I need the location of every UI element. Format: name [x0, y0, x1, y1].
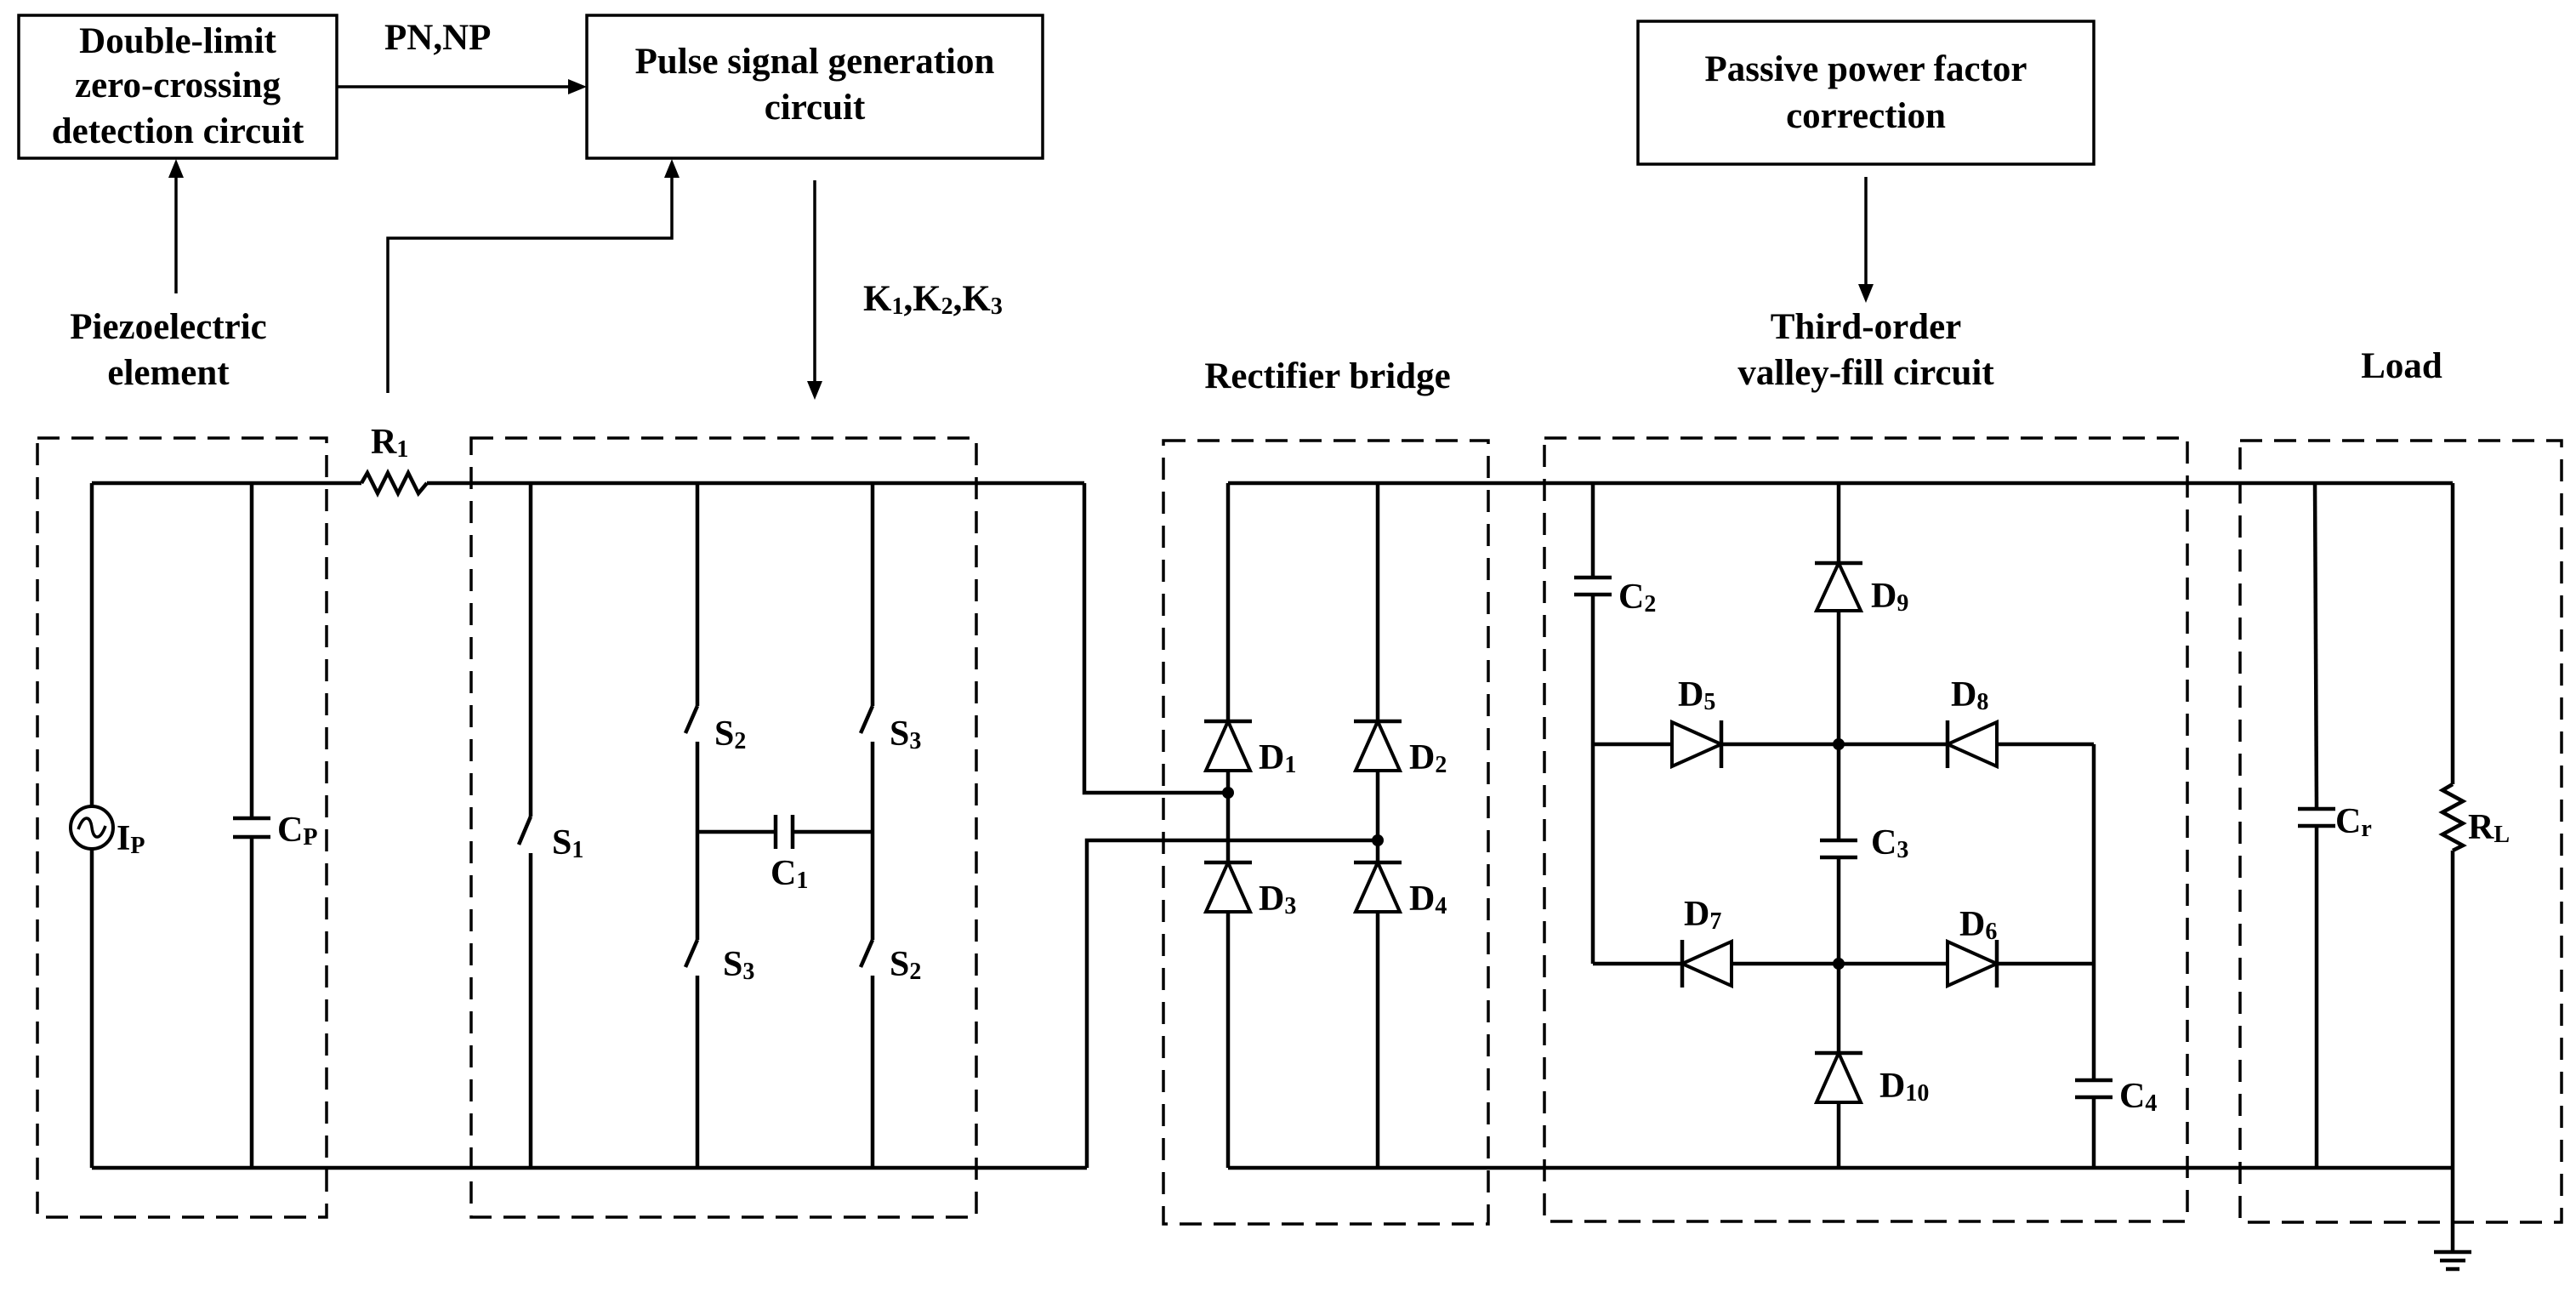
zero-crossing-detection-block: Double-limit zero-crossing detection cir…: [17, 14, 338, 160]
d4-label: D4: [1409, 879, 1447, 919]
d6-label: D6: [1959, 905, 1997, 945]
diode-d10: [1813, 1049, 1864, 1104]
junction-d2-d4: [1372, 834, 1384, 846]
rl-label: RL: [2468, 808, 2510, 848]
load-wiring: [2312, 482, 2455, 1250]
resistor-r1: [360, 468, 429, 498]
diode-d1: [1203, 717, 1254, 772]
s3-bottom-label: S3: [723, 945, 754, 985]
d5-label: D5: [1678, 675, 1715, 715]
r1-label: R1: [371, 423, 408, 463]
d3-label: D3: [1259, 879, 1296, 919]
d1-label: D1: [1259, 738, 1296, 778]
s1-label: S1: [552, 823, 583, 863]
diode-d9: [1813, 559, 1864, 612]
d10-label: D10: [1879, 1067, 1929, 1107]
diode-d6: [1946, 938, 2001, 989]
signal-arrows: [168, 79, 1874, 400]
switch-leg-left: [683, 483, 700, 1168]
diode-d2: [1352, 717, 1403, 772]
zero-crossing-label-line2: zero-crossing: [75, 65, 281, 105]
diode-d3: [1203, 858, 1254, 914]
diode-d5: [1670, 719, 1726, 770]
piezo-section-box: [36, 436, 328, 1219]
s2-bottom-label: S2: [890, 945, 921, 985]
c2-label: C2: [1618, 578, 1656, 618]
capacitor-cr: [2298, 806, 2335, 828]
current-source-ip: [69, 805, 115, 851]
rectifier-section-title: Rectifier bridge: [1204, 356, 1450, 396]
piezo-section-title-line1: Piezoelectric: [70, 307, 267, 347]
cp-label: CP: [277, 811, 317, 851]
valley-fill-section-box: [1543, 436, 2189, 1223]
capacitor-c3: [1820, 838, 1857, 860]
pn-np-signal-label: PN,NP: [384, 18, 491, 58]
resistor-rl: [2438, 783, 2467, 853]
capacitor-cp: [233, 816, 270, 840]
zero-crossing-label-line3: detection circuit: [52, 111, 304, 151]
c4-label: C4: [2119, 1077, 2157, 1117]
rectifier-section-box: [1162, 439, 1490, 1226]
ppfc-label-line2: correction: [1786, 96, 1946, 136]
d9-label: D9: [1871, 577, 1908, 617]
switch-section-box: [469, 436, 978, 1219]
switch-s1: [516, 483, 533, 1168]
pulse-signal-generation-block: Pulse signal generation circuit: [585, 14, 1044, 160]
ground-icon: [2434, 1249, 2471, 1272]
capacitor-c1: [697, 815, 873, 849]
diode-d7: [1678, 938, 1733, 989]
ppfc-label-line1: Passive power factor: [1705, 49, 2027, 89]
input-wiring: [89, 481, 1087, 1170]
s2-top-label: S2: [714, 714, 746, 754]
pulse-label-line1: Pulse signal generation: [635, 42, 995, 82]
passive-power-factor-correction-block: Passive power factor correction: [1636, 20, 2095, 166]
load-section-title: Load: [2361, 346, 2442, 386]
rectifier-input-wires: [1082, 483, 1378, 1168]
load-section-box: [2238, 439, 2563, 1224]
junction-lower-mid: [1833, 958, 1845, 970]
k-signal-label: K1,K2,K3: [863, 279, 1003, 320]
valley-section-title-line2: valley-fill circuit: [1737, 353, 1994, 393]
switch-leg-right: [858, 483, 875, 1168]
c1-label: C1: [771, 854, 808, 894]
ip-label: IP: [117, 819, 145, 859]
valley-section-title-line1: Third-order: [1771, 307, 1962, 347]
cr-label: Cr: [2335, 802, 2372, 842]
piezo-section-title-line2: element: [107, 353, 230, 393]
capacitor-c4: [2075, 1078, 2113, 1100]
zero-crossing-label-line1: Double-limit: [79, 21, 276, 61]
pulse-label-line2: circuit: [765, 88, 866, 128]
d8-label: D8: [1951, 675, 1988, 715]
diode-d4: [1352, 858, 1403, 914]
diode-d8: [1943, 719, 1999, 770]
c3-label: C3: [1871, 823, 1908, 863]
junction-d1-d3: [1222, 787, 1234, 799]
s3-top-label: S3: [890, 714, 921, 754]
d2-label: D2: [1409, 738, 1447, 778]
d7-label: D7: [1684, 895, 1721, 935]
capacitor-c2: [1574, 575, 1612, 597]
junction-upper-mid: [1833, 738, 1845, 750]
